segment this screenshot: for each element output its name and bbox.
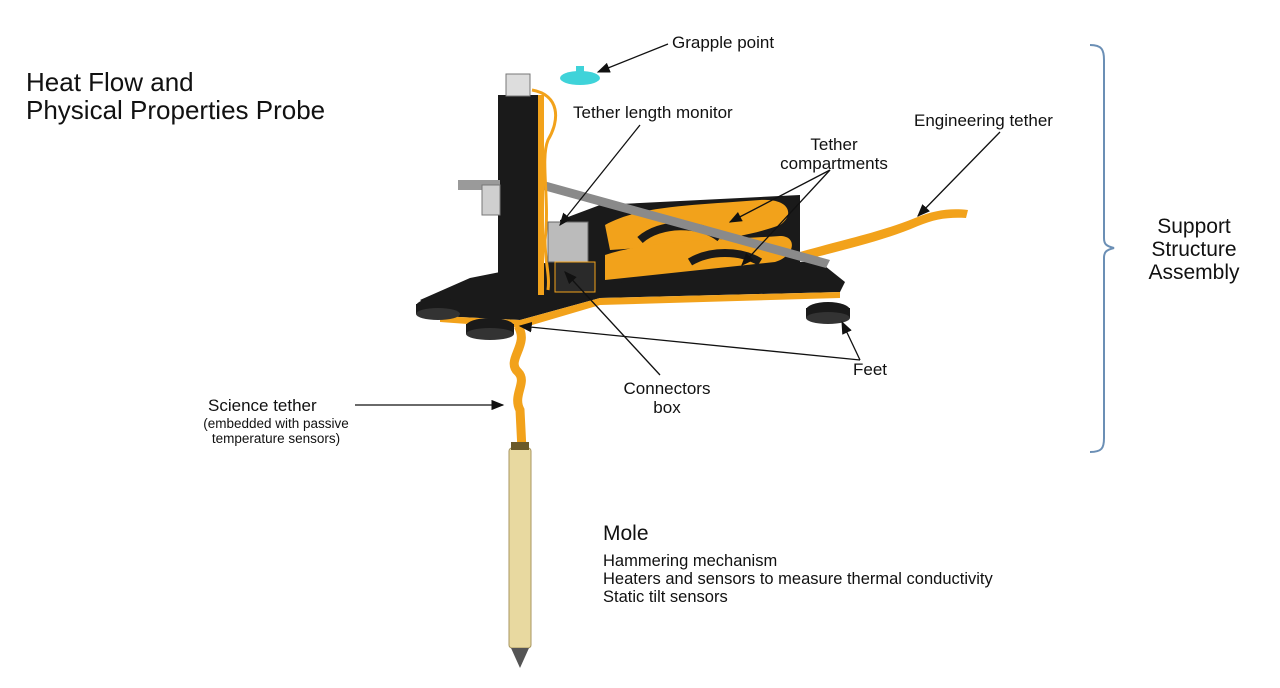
leader-feet-2 bbox=[841, 320, 861, 361]
leader-feet-1 bbox=[518, 321, 861, 361]
label-tether-compartments-line-1: Tether bbox=[810, 135, 858, 154]
label-support-line-1: Support bbox=[1157, 215, 1231, 238]
label-tether-compartments: Tether compartments bbox=[764, 135, 904, 173]
science-tether bbox=[509, 323, 527, 451]
label-support-line-2: Structure bbox=[1151, 238, 1237, 261]
mole-item: Static tilt sensors bbox=[603, 588, 728, 606]
boom-arm bbox=[536, 180, 830, 268]
tether-wire bbox=[531, 88, 557, 291]
mole-item: Hammering mechanism bbox=[603, 552, 778, 570]
mole-tip bbox=[511, 648, 529, 668]
label-connectors-box: Connectors box bbox=[612, 379, 722, 417]
label-science-tether-note: (embedded with passive temperature senso… bbox=[176, 416, 376, 446]
mole-heading: Mole bbox=[603, 522, 649, 545]
mast bbox=[498, 95, 544, 295]
mole-body bbox=[508, 447, 532, 649]
leader-grapple bbox=[596, 43, 669, 73]
mole-description: Mole Hammering mechanism Heaters and sen… bbox=[603, 522, 993, 606]
mast-edge bbox=[538, 95, 544, 295]
label-connectors-line-1: Connectors bbox=[623, 379, 711, 398]
label-support-structure-assembly: Support Structure Assembly bbox=[1124, 215, 1264, 284]
diagram-title: Heat Flow and Physical Properties Probe bbox=[26, 68, 325, 124]
leader-engineering bbox=[917, 131, 1001, 217]
title-line-2: Physical Properties Probe bbox=[26, 95, 326, 125]
label-grapple-point: Grapple point bbox=[672, 33, 775, 52]
label-science-tether: Science tether bbox=[208, 396, 317, 415]
label-tether-compartments-line-2: compartments bbox=[780, 154, 888, 173]
foot-front bbox=[466, 318, 514, 340]
label-connectors-line-2: box bbox=[653, 398, 681, 417]
leader-compartment-1 bbox=[728, 169, 831, 223]
leader-compartment-2 bbox=[741, 169, 831, 266]
mole-item: Heaters and sensors to measure thermal c… bbox=[603, 570, 993, 588]
side-bracket-box bbox=[481, 184, 501, 216]
monitor-box bbox=[547, 221, 589, 263]
grapple-stem bbox=[576, 66, 584, 80]
support-bracket bbox=[1089, 44, 1115, 453]
label-engineering-tether: Engineering tether bbox=[914, 111, 1053, 130]
foot-left bbox=[416, 298, 460, 320]
science-tether-note-line-2: temperature sensors) bbox=[211, 431, 341, 446]
connectors-box-shape bbox=[554, 261, 596, 293]
side-bracket bbox=[458, 180, 500, 190]
foot-right bbox=[806, 302, 850, 324]
science-tether-note-line-1: (embedded with passive bbox=[203, 416, 349, 431]
leader-connectors bbox=[564, 271, 661, 376]
title-line-1: Heat Flow and bbox=[26, 67, 194, 97]
label-support-line-3: Assembly bbox=[1148, 261, 1240, 284]
label-tether-length-monitor: Tether length monitor bbox=[573, 103, 733, 122]
mole-cap bbox=[511, 442, 529, 450]
base-plate-edge bbox=[440, 292, 840, 328]
mast-cap bbox=[505, 73, 531, 97]
engineering-tether-ribbon bbox=[800, 209, 968, 260]
label-feet: Feet bbox=[853, 360, 888, 379]
leader-monitor bbox=[559, 124, 641, 227]
